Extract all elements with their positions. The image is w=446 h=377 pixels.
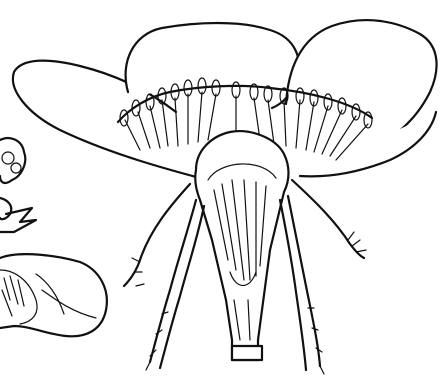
receptacle-section-icon — [195, 131, 288, 360]
right-sepal-icon — [280, 180, 364, 374]
small-flower-icon — [0, 138, 36, 232]
left-sepal-icon — [124, 184, 204, 370]
bud-icon — [0, 254, 107, 336]
